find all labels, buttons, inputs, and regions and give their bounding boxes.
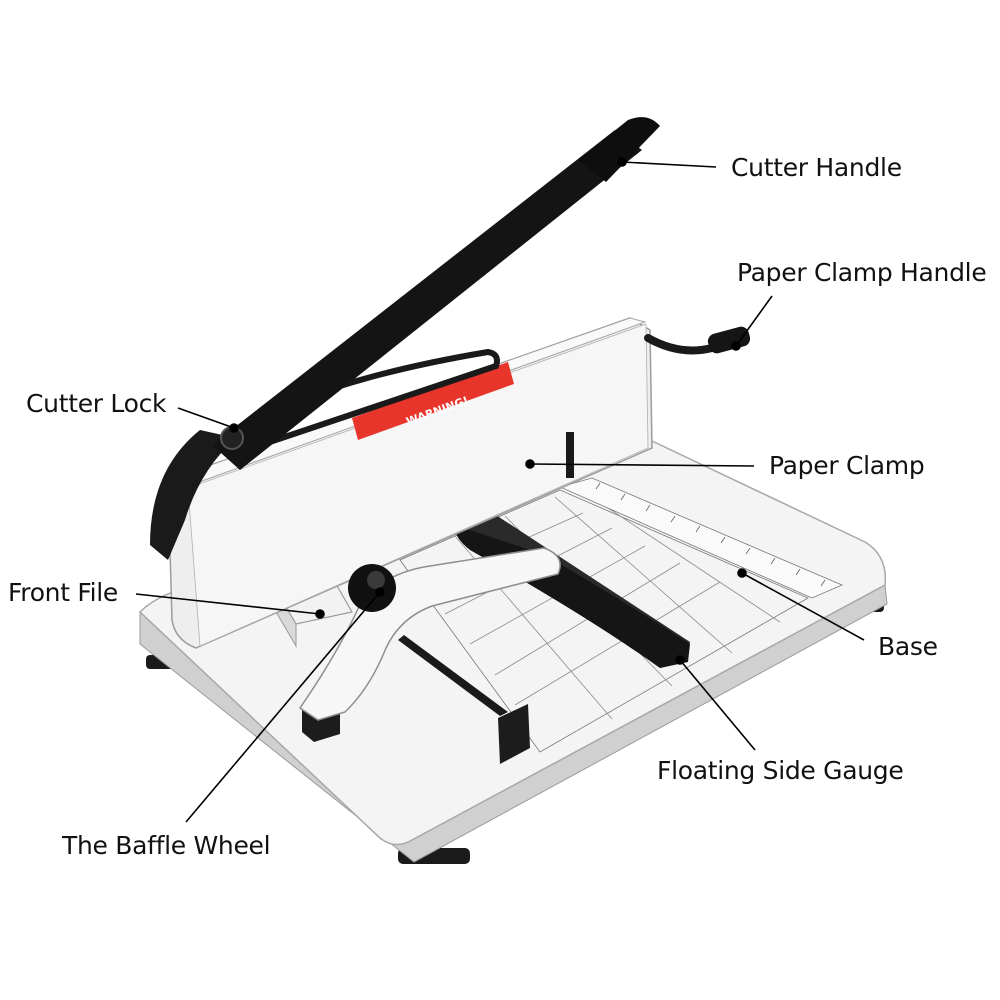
ruler-ticks: [595, 482, 826, 587]
leader-cutter-lock: [177, 407, 235, 429]
leader-base: [741, 572, 865, 641]
label-paper-clamp: Paper Clamp: [769, 451, 925, 480]
leader-paper-clamp: [529, 463, 755, 467]
baffle-wheel: [348, 564, 396, 612]
label-cutter-handle: Cutter Handle: [731, 153, 902, 182]
label-front-file: Front File: [8, 578, 119, 607]
side-gauge-body: [451, 512, 690, 668]
cutter-handle-grip: [578, 117, 660, 182]
blade-housing: [150, 430, 236, 560]
leader-cutter-handle: [621, 161, 717, 168]
leader-lines: [135, 157, 865, 823]
baffle-wheel-inner: [367, 571, 385, 589]
clamp-handle-grip: [707, 326, 751, 354]
cutting-slot: [398, 635, 508, 716]
leader-paper-clamp-handle: [735, 295, 773, 347]
ruler-strip: [558, 477, 844, 599]
label-base: Base: [878, 632, 938, 661]
warning-label-bg: [352, 362, 514, 440]
leader-baffle-wheel: [185, 591, 381, 823]
baffle-arm: [298, 547, 561, 721]
clamp-slot: [566, 432, 574, 478]
clamp-handle-arm: [644, 334, 716, 355]
label-floating-side-gauge: Floating Side Gauge: [657, 756, 904, 785]
label-cutter-lock: Cutter Lock: [26, 389, 167, 418]
leader-floating-side-gauge: [679, 659, 756, 751]
label-baffle-wheel: The Baffle Wheel: [62, 831, 271, 860]
label-paper-clamp-handle: Paper Clamp Handle: [737, 258, 987, 287]
leader-front-file: [135, 593, 321, 615]
front-stop-right: [498, 704, 530, 764]
cutter-handle-bar: [212, 130, 642, 470]
